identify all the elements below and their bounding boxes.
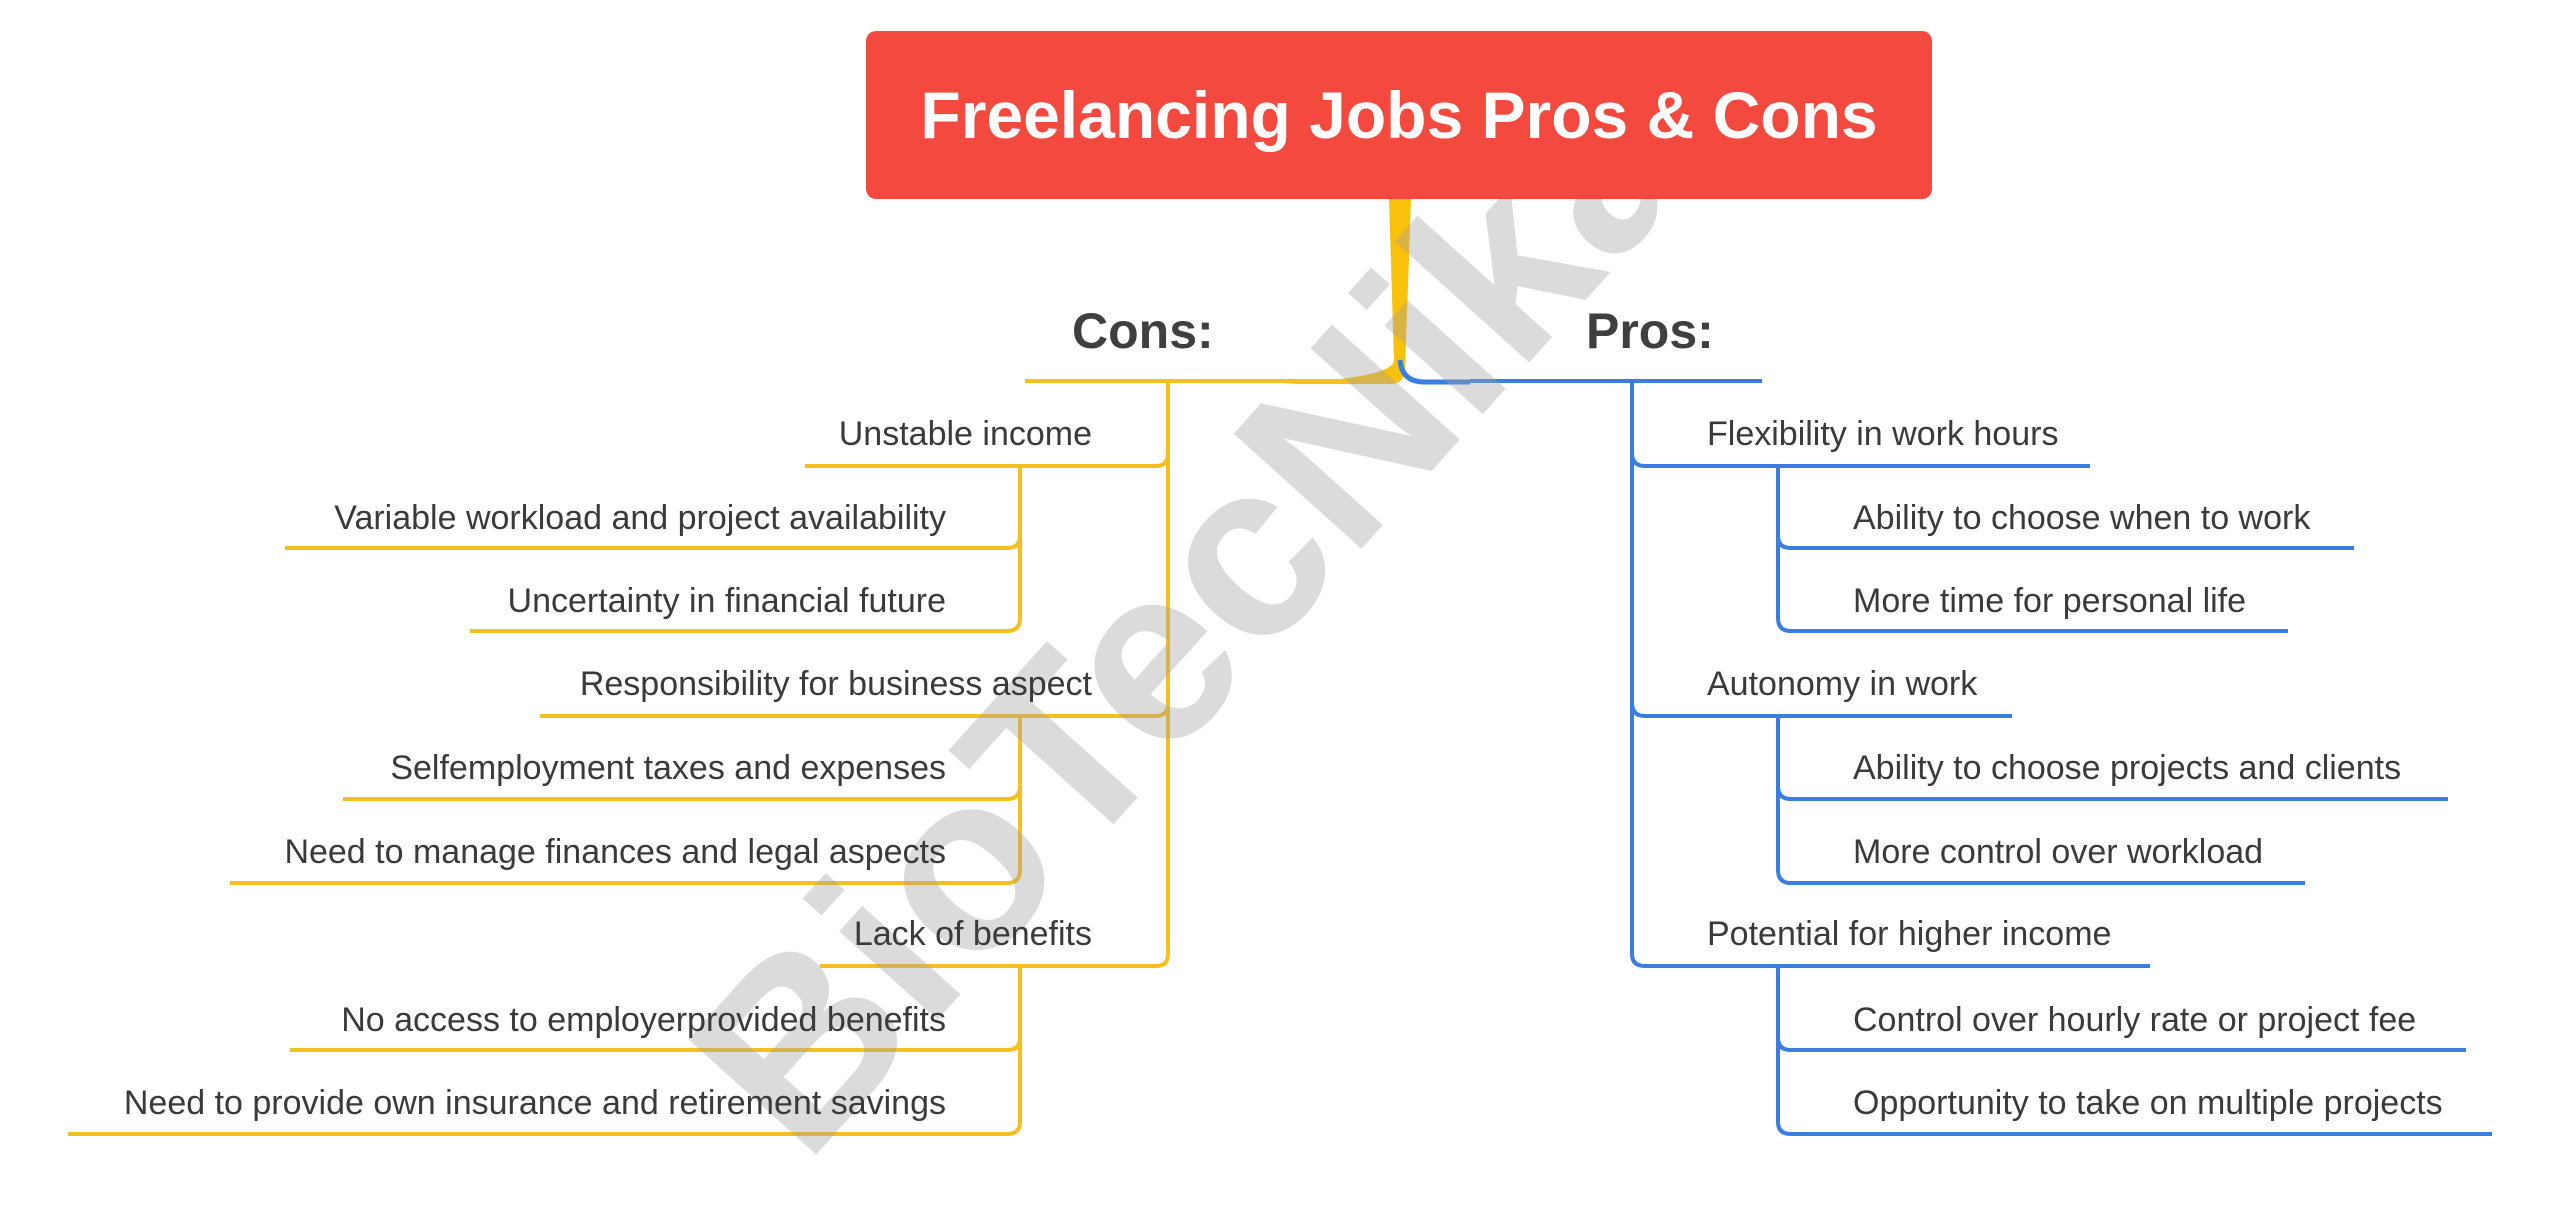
cons-item-1-child-1: Variable workload and project availabili… [334, 499, 946, 537]
cons-link-2 [540, 702, 1170, 718]
pros-spine [1630, 381, 2150, 968]
pros-branch-label: Pros: [1586, 303, 1714, 359]
cons-g1-spine [470, 466, 1022, 633]
cons-item-1-child-2: Uncertainty in financial future [507, 582, 946, 620]
pros-item-1: Flexibility in work hours [1707, 415, 2059, 453]
cons-item-2-child-1: Selfemployment taxes and expenses [390, 749, 946, 787]
cons-g3-link-1 [290, 1037, 1022, 1052]
pros-item-3: Potential for higher income [1707, 915, 2112, 953]
cons-g2-link-1 [343, 785, 1022, 801]
pros-item-2-child-2: More control over workload [1853, 833, 2264, 871]
root-title: Freelancing Jobs Pros & Cons [866, 31, 1932, 199]
pros-item-1-child-2: More time for personal life [1853, 582, 2247, 620]
pros-g2-spine [1776, 716, 2305, 885]
pros-link-2 [1630, 702, 2012, 718]
pros-item-2: Autonomy in work [1707, 665, 1978, 703]
pros-g2-link-1 [1776, 785, 2448, 801]
cons-item-3: Lack of benefits [853, 915, 1092, 953]
cons-item-2-child-2: Need to manage finances and legal aspect… [284, 833, 946, 871]
cons-link-1 [805, 452, 1170, 468]
pros-item-3-child-2: Opportunity to take on multiple projects [1853, 1084, 2443, 1122]
pros-item-1-child-1: Ability to choose when to work [1853, 499, 2311, 537]
pros-item-2-child-1: Ability to choose projects and clients [1853, 749, 2402, 787]
pros-g3-spine [1776, 966, 2492, 1136]
cons-item-1: Unstable income [838, 415, 1092, 453]
cons-g3-spine [68, 966, 1022, 1136]
cons-item-3-child-1: No access to employerprovided benefits [341, 1001, 946, 1039]
cons-spine [820, 381, 1170, 968]
cons-g2-spine [230, 716, 1022, 885]
cons-item-3-child-2: Need to provide own insurance and retire… [123, 1084, 946, 1122]
cons-item-2: Responsibility for business aspect [579, 665, 1092, 703]
pros-g1-link-1 [1776, 535, 2354, 550]
cons-g1-link-1 [285, 535, 1022, 550]
trunk-connector [1280, 199, 1411, 384]
pros-item-3-child-1: Control over hourly rate or project fee [1853, 1001, 2417, 1039]
trunk-connector-pros [1397, 359, 1470, 385]
pros-link-1 [1630, 452, 2090, 468]
pros-g3-link-1 [1776, 1037, 2466, 1052]
cons-branch-label: Cons: [1072, 303, 1214, 359]
connector-lines [68, 199, 2492, 1136]
pros-g1-spine [1776, 466, 2288, 633]
